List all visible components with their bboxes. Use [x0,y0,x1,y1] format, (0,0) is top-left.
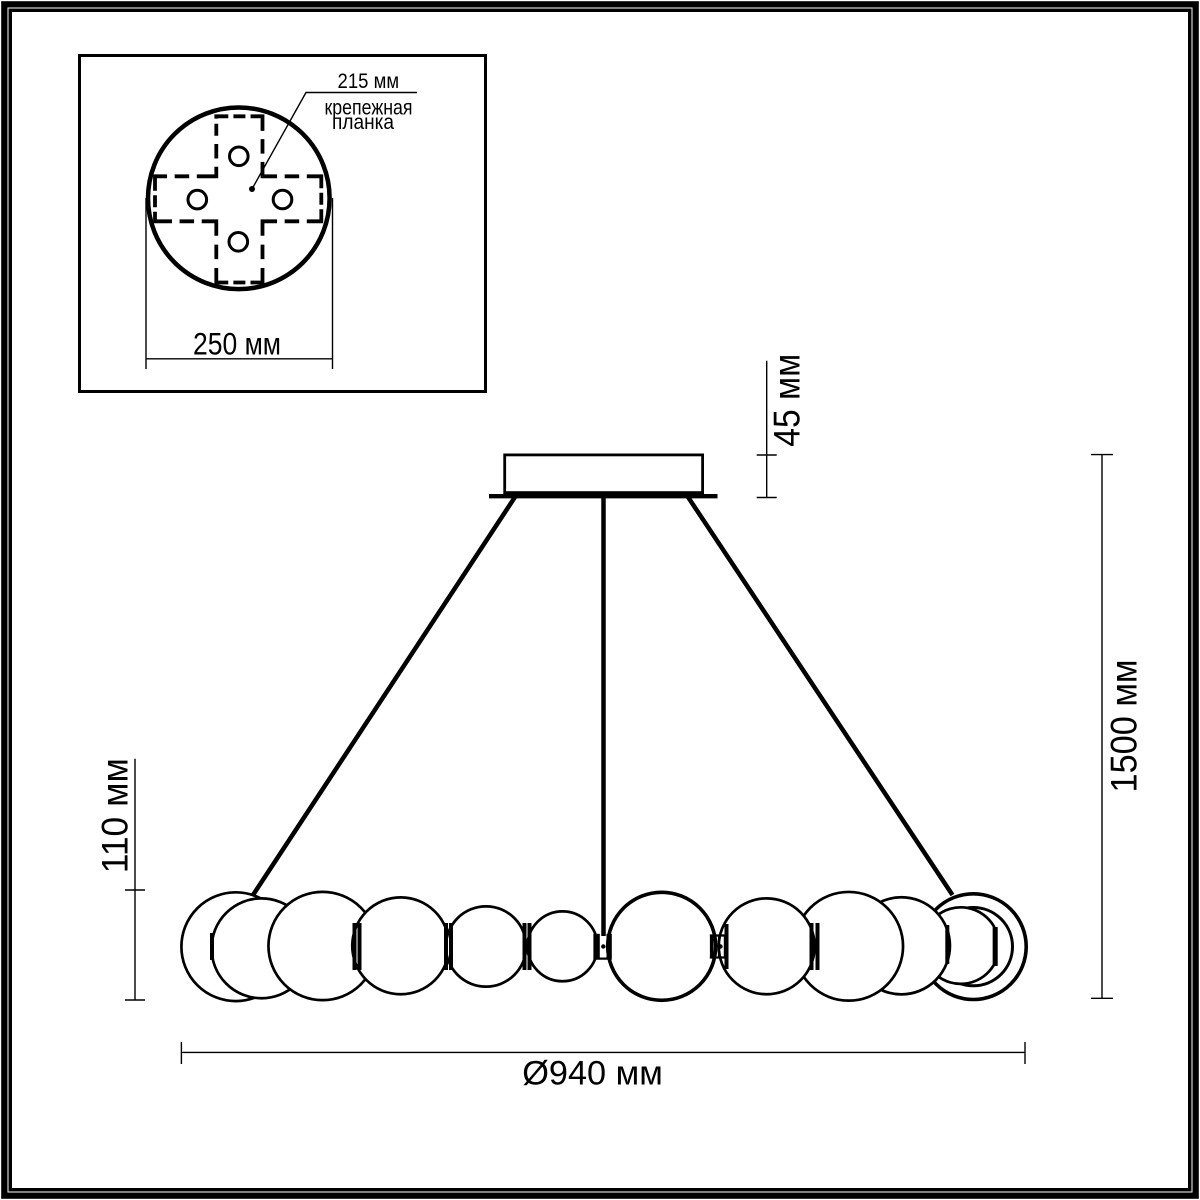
svg-text:110 мм: 110 мм [95,758,136,873]
svg-text:215 мм: 215 мм [338,70,400,93]
svg-text:45 мм: 45 мм [767,354,808,447]
svg-text:планка: планка [332,110,394,134]
svg-text:250 мм: 250 мм [193,326,281,362]
svg-text:крепежная: крепежная [325,96,413,120]
svg-text:Ø940 мм: Ø940 мм [522,1054,663,1092]
svg-text:1500 мм: 1500 мм [1104,660,1145,793]
